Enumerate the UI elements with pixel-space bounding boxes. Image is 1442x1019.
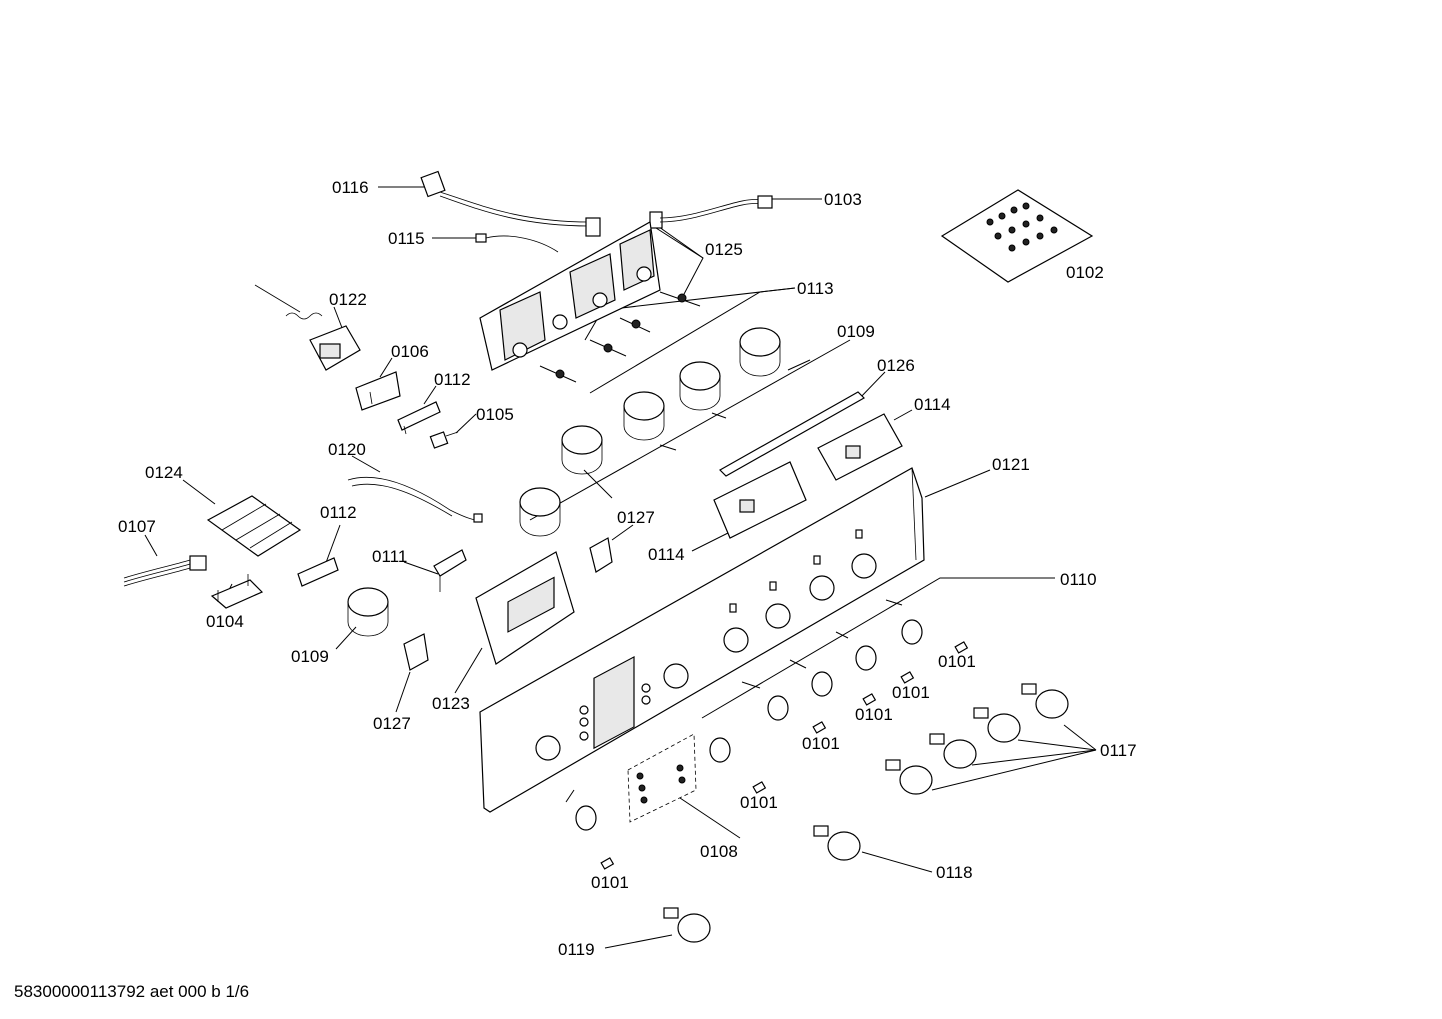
- label-0114-lower: 0114: [648, 545, 685, 564]
- label-0115: 0115: [388, 229, 425, 248]
- screw-bag-contents: [986, 202, 1058, 252]
- label-0110: 0110: [1060, 570, 1097, 589]
- knob: [973, 707, 1021, 743]
- label-0104: 0104: [206, 612, 244, 631]
- label-0121: 0121: [992, 455, 1030, 474]
- part-0123-display-module: [475, 551, 575, 665]
- part-0112-clip-lower: [297, 557, 339, 587]
- label-0126: 0126: [877, 356, 915, 375]
- part-0112-clip-upper: [397, 401, 441, 435]
- part-0126-rail: [719, 391, 865, 477]
- part-0108-screws: [627, 733, 697, 823]
- part-0120-cable: [347, 476, 483, 523]
- label-0127-upper: 0127: [617, 508, 655, 527]
- part-0105-lamp: [429, 431, 459, 449]
- label-0112-upper: 0112: [434, 370, 471, 389]
- label-0103: 0103: [824, 190, 862, 209]
- part-0113-switch-panel: [479, 221, 661, 371]
- knob: [885, 759, 933, 795]
- label-0113: 0113: [797, 279, 834, 298]
- leader-lines: [144, 186, 1097, 949]
- knob: [929, 733, 977, 769]
- label-0116: 0116: [332, 178, 369, 197]
- label-0108: 0108: [700, 842, 738, 861]
- label-0120: 0120: [328, 440, 366, 459]
- part-0115-cable: [475, 233, 559, 253]
- label-0107: 0107: [118, 517, 156, 536]
- part-0107-cable-connector: [123, 555, 207, 587]
- label-0105: 0105: [476, 405, 514, 424]
- part-0121-control-panel: [479, 467, 925, 813]
- part-0106-bracket: [355, 371, 401, 411]
- part-0103-wiring-harness: [649, 195, 773, 229]
- label-0117: 0117: [1100, 741, 1137, 760]
- label-0101-e: 0101: [740, 793, 778, 812]
- label-0102: 0102: [1066, 263, 1104, 282]
- part-0109-knob-bushing-single: [347, 587, 389, 637]
- part-0109-knob-bushings-row: [519, 327, 781, 537]
- label-0122: 0122: [329, 290, 367, 309]
- document-id-footer: 58300000113792 aet 000 b 1/6: [14, 982, 249, 1001]
- label-0101-c: 0101: [855, 705, 893, 724]
- label-0101-f: 0101: [591, 873, 629, 892]
- label-0101-d: 0101: [802, 734, 840, 753]
- part-0102-screw-bag: [940, 189, 1094, 283]
- label-0101-b: 0101: [892, 683, 930, 702]
- label-0109-lower: 0109: [291, 647, 329, 666]
- label-0101-a: 0101: [938, 652, 976, 671]
- part-0127-clips: [403, 537, 613, 671]
- part-0125-switch-shafts: [539, 291, 701, 383]
- label-0125: 0125: [705, 240, 743, 259]
- label-0124: 0124: [145, 463, 183, 482]
- part-0114-switch-modules: [713, 413, 903, 539]
- part-0101-clips: [600, 641, 969, 870]
- part-0104-bracket: [210, 574, 264, 609]
- label-0123: 0123: [432, 694, 470, 713]
- part-0110-knob-rings: [575, 619, 923, 831]
- label-0106: 0106: [391, 342, 429, 361]
- label-0118: 0118: [936, 863, 973, 882]
- part-labels: 0116 0103 0115 0125 0102 0122 0113 0106 …: [118, 178, 1137, 959]
- label-0109-upper: 0109: [837, 322, 875, 341]
- label-0112-lower: 0112: [320, 503, 357, 522]
- label-0114-upper: 0114: [914, 395, 951, 414]
- label-0127-lower: 0127: [373, 714, 411, 733]
- part-0124-terminal-block: [206, 495, 302, 557]
- part-0111-clip: [433, 549, 467, 592]
- part-0122-thermostat: [254, 284, 361, 371]
- part-0119-knob: [663, 907, 711, 943]
- label-0119: 0119: [558, 940, 595, 959]
- part-0116-wiring-harness: [420, 170, 601, 237]
- knob: [1021, 683, 1069, 719]
- part-0118-knob: [813, 825, 861, 861]
- part-0117-knobs: [885, 683, 1069, 795]
- label-0111: 0111: [372, 547, 407, 566]
